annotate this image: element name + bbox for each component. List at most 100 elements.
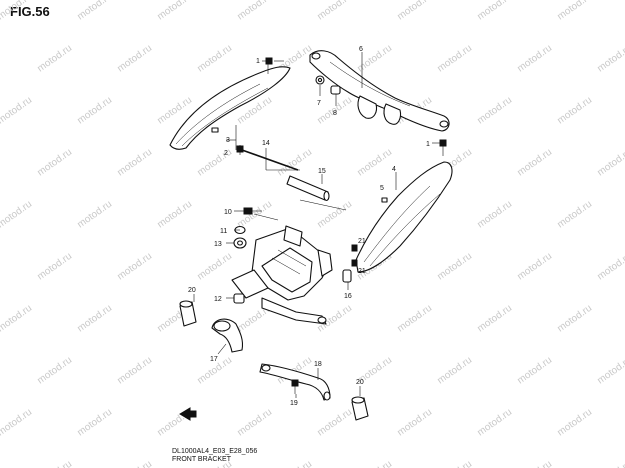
figure-caption: FRONT BRACKET xyxy=(172,456,231,463)
watermark-text: motod.ru xyxy=(355,147,394,179)
watermark-text: motod.ru xyxy=(235,199,274,231)
watermark-text: motod.ru xyxy=(395,407,434,439)
watermark-text: motod.ru xyxy=(595,147,625,179)
watermark-text: motod.ru xyxy=(555,303,594,335)
watermark-text: motod.ru xyxy=(395,303,434,335)
watermark-text: motod.ru xyxy=(0,0,34,22)
watermark-text: motod.ru xyxy=(555,95,594,127)
watermark-text: motod.ru xyxy=(555,0,594,22)
front-direction-arrow xyxy=(179,407,197,421)
watermark-text: motod.ru xyxy=(0,407,34,439)
watermark-text: motod.ru xyxy=(275,147,314,179)
part-left-cover xyxy=(169,66,291,150)
callout-21b: 21 xyxy=(358,268,366,275)
watermark-text: motod.ru xyxy=(35,251,74,283)
callout-2: 2 xyxy=(224,150,228,157)
watermark-text: motod.ru xyxy=(315,0,354,22)
callout-8: 8 xyxy=(333,110,337,117)
watermark-text: motod.ru xyxy=(595,459,625,468)
part-lower-arm-18 xyxy=(259,363,331,401)
part-main-bracket xyxy=(231,225,333,325)
watermark-text: motod.ru xyxy=(75,303,114,335)
watermark-text: motod.ru xyxy=(155,0,194,22)
part-clip-21b xyxy=(351,259,358,267)
callout-1a: 1 xyxy=(256,58,260,65)
callout-12: 12 xyxy=(214,296,222,303)
watermark-text: motod.ru xyxy=(115,251,154,283)
watermark-text: motod.ru xyxy=(35,459,74,468)
watermark-text: motod.ru xyxy=(515,43,554,75)
part-collar-12 xyxy=(233,293,245,304)
watermark-text: motod.ru xyxy=(75,199,114,231)
watermark-text: motod.ru xyxy=(475,95,514,127)
callout-21a: 21 xyxy=(358,238,366,245)
part-collar-8 xyxy=(330,85,341,95)
watermark-text: motod.ru xyxy=(475,0,514,22)
part-grommet-7 xyxy=(315,75,325,85)
callout-10: 10 xyxy=(224,209,232,216)
watermark-text: motod.ru xyxy=(75,95,114,127)
callout-20b: 20 xyxy=(356,379,364,386)
callout-1b: 1 xyxy=(426,141,430,148)
callout-14: 14 xyxy=(262,140,270,147)
watermark-text: motod.ru xyxy=(0,95,34,127)
watermark-text: motod.ru xyxy=(0,303,34,335)
watermark-text: motod.ru xyxy=(395,0,434,22)
watermark-text: motod.ru xyxy=(595,43,625,75)
figure-code: DL1000AL4_E03_E28_056 xyxy=(172,448,258,455)
watermark-text: motod.ru xyxy=(475,199,514,231)
watermark-text: motod.ru xyxy=(35,147,74,179)
watermark-text: motod.ru xyxy=(515,459,554,468)
callout-11: 11 xyxy=(220,228,227,235)
part-bolt-19 xyxy=(291,379,299,394)
watermark-text: motod.ru xyxy=(235,0,274,22)
watermark-text: motod.ru xyxy=(155,199,194,231)
watermark-text: motod.ru xyxy=(555,407,594,439)
watermark-text: motod.ru xyxy=(515,355,554,387)
callout-19: 19 xyxy=(290,400,298,407)
part-mount-17 xyxy=(211,318,244,353)
watermark-text: motod.ru xyxy=(115,43,154,75)
part-nut-16 xyxy=(342,269,352,283)
watermark-text: motod.ru xyxy=(595,251,625,283)
watermark-text: motod.ru xyxy=(435,251,474,283)
callout-17: 17 xyxy=(210,356,218,363)
watermark-text: motod.ru xyxy=(515,147,554,179)
callout-13: 13 xyxy=(214,241,222,248)
watermark-text: motod.ru xyxy=(355,459,394,468)
part-long-bolt xyxy=(236,145,299,171)
part-grommet-13 xyxy=(233,237,247,249)
callout-7: 7 xyxy=(317,100,321,107)
watermark-text: motod.ru xyxy=(75,0,114,22)
watermark-text: motod.ru xyxy=(475,407,514,439)
part-rubber-mount-20b xyxy=(351,396,369,421)
callout-3: 3 xyxy=(226,137,230,144)
watermark-text: motod.ru xyxy=(435,43,474,75)
callout-labels: 1 2 3 4 5 6 7 8 1 10 11 13 14 15 16 12 1… xyxy=(188,46,430,407)
leader-lines xyxy=(193,52,436,398)
watermark-text: motod.ru xyxy=(75,407,114,439)
watermark-text: motod.ru xyxy=(35,43,74,75)
part-right-cover xyxy=(355,161,453,273)
part-screw-1a xyxy=(262,57,273,74)
figure-title: FIG.56 xyxy=(10,4,50,19)
watermark-text: motod.ru xyxy=(315,199,354,231)
watermark-text: motod.ru xyxy=(275,459,314,468)
watermark-text: motod.ru xyxy=(515,251,554,283)
part-rubber-mount-20a xyxy=(179,300,197,327)
watermark-text: motod.ru xyxy=(435,459,474,468)
watermark-text: motod.ru xyxy=(315,407,354,439)
part-clip-21a xyxy=(351,244,358,252)
watermark-text: motod.ru xyxy=(555,199,594,231)
callout-6: 6 xyxy=(359,46,363,53)
watermark-text: motod.ru xyxy=(195,43,234,75)
callout-16: 16 xyxy=(344,293,352,300)
watermark-text: motod.ru xyxy=(0,199,34,231)
watermark-text: motod.ru xyxy=(595,355,625,387)
watermark-text: motod.ru xyxy=(195,251,234,283)
part-spacer-tube xyxy=(286,175,330,202)
callout-15: 15 xyxy=(318,168,326,175)
watermark-text: motod.ru xyxy=(115,147,154,179)
